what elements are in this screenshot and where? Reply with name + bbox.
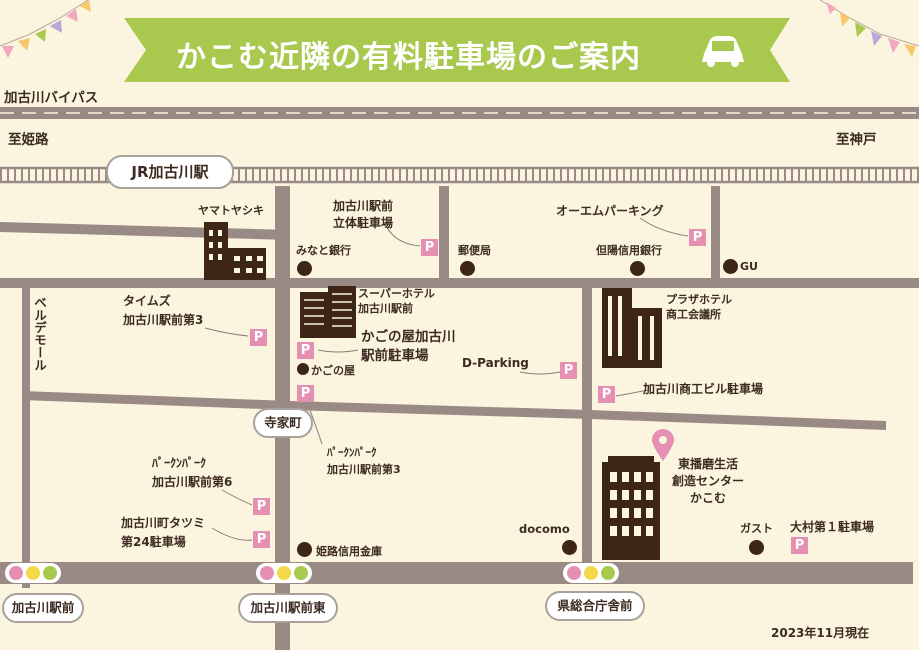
traffic-signal-icon (5, 563, 61, 583)
parking-marker-4: P (297, 342, 314, 359)
intersection-ekimae-higashi: 加古川駅前東 (238, 593, 338, 623)
map-pin-icon (652, 429, 674, 461)
traffic-signal-icon (256, 563, 312, 583)
tajima-dot (630, 261, 645, 276)
parking-marker-10: P (791, 537, 808, 554)
parking-marker-6: P (598, 386, 615, 403)
page-title: かこむ近隣の有料駐車場のご案内 (176, 40, 641, 75)
parking-marker-5: P (560, 362, 577, 379)
parking-marker-8: P (253, 498, 270, 515)
date-note: 2023年11月現在 (771, 626, 870, 640)
parking-marker-2: P (689, 229, 706, 246)
leader-lines (204, 217, 689, 541)
parking-marker-1: P (421, 239, 438, 256)
intersection-kensogo: 県総合庁舎前 (545, 591, 645, 621)
plaza-hotel-label: プラザホテル 商工会議所 (666, 293, 732, 321)
parking-name-6: 加古川商工ビル駐車場 (643, 382, 764, 396)
parking-name-5: D-Parking (462, 356, 529, 370)
docomo-label: docomo (519, 522, 570, 536)
yubin-dot (460, 261, 475, 276)
bunting-right (819, 0, 919, 57)
docomo-dot (562, 540, 577, 555)
intersection-ekimae: 加古川駅前 (2, 593, 84, 623)
gu-dot (723, 259, 738, 274)
kagonoya-dot (297, 363, 309, 375)
super-hotel-label: スーパーホテル 加古川駅前 (358, 287, 435, 315)
minato-dot (297, 261, 312, 276)
himeji-shinkin-label: 姫路信用金庫 (316, 545, 382, 558)
plaza-hotel-building-icon (602, 288, 662, 368)
parking-name-3: タイムズ 加古川駅前第3 (123, 294, 204, 327)
belle-mall-label: ベルデモール (32, 296, 47, 371)
parking-name-1: 加古川駅前 立体駐車場 (333, 199, 394, 230)
parking-name-8: ﾊﾟｰｸﾝﾊﾟｰｸ 加古川駅前第6 (152, 456, 233, 489)
yamato-label: ヤマトヤシキ (198, 204, 264, 217)
minato-label: みなと銀行 (296, 244, 351, 257)
terakemachi-label: 寺家町 (253, 408, 313, 438)
parking-marker-7: P (297, 385, 314, 402)
station-label: JR加古川駅 (106, 155, 234, 189)
parking-name-9: 加古川町タツミ 第24駐車場 (121, 516, 206, 549)
parking-name-10: 大村第１駐車場 (790, 520, 875, 534)
parking-marker-3: P (250, 329, 267, 346)
traffic-signal-icon (563, 563, 619, 583)
bypass-road (0, 107, 919, 119)
super-hotel-building-icon (300, 286, 356, 338)
kagonoya-label: かごの屋 (311, 364, 355, 377)
parking-marker-9: P (253, 531, 270, 548)
parking-name-4: かごの屋加古川 駅前駐車場 (361, 329, 456, 364)
tajima-label: 但陽信用銀行 (596, 244, 662, 257)
kakomu-building-icon (602, 456, 660, 560)
title-banner (124, 18, 790, 82)
gusto-label: ガスト (740, 522, 773, 535)
gusto-dot (749, 540, 764, 555)
to-kobe-label: 至神戸 (836, 132, 877, 148)
bypass-label: 加古川バイパス (4, 90, 99, 106)
gu-label: GU (740, 260, 758, 273)
kakomu-label: 東播磨生活 創造センター かこむ (672, 457, 745, 505)
bunting-left (0, 0, 91, 58)
yubin-label: 郵便局 (458, 244, 491, 257)
parking-name-2: オーエムパーキング (556, 204, 664, 218)
parking-name-7: ﾊﾟｰｸﾝﾊﾟｰｸ 加古川駅前第3 (327, 446, 401, 476)
himeji-shinkin-dot (297, 542, 312, 557)
car-icon (702, 36, 744, 67)
yamato-building-icon (204, 222, 266, 280)
to-himeji-label: 至姫路 (8, 132, 49, 148)
